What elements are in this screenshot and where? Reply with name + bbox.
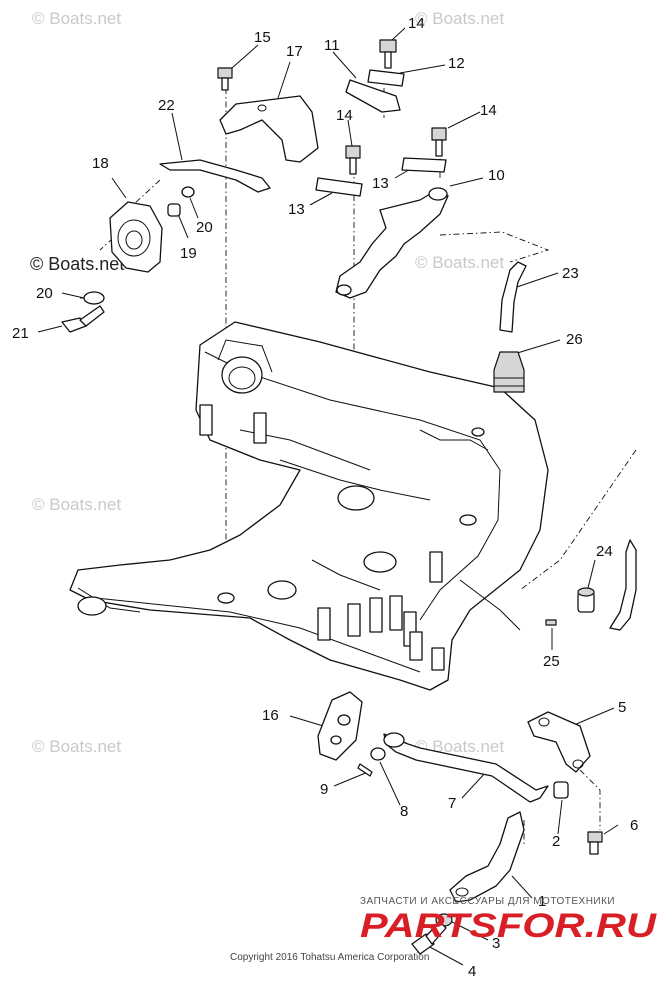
- partsfor-logo: ЗАПЧАСТИ И АКСЕССУАРЫ ДЛЯ МОТОТЕХНИКИ PA…: [360, 896, 658, 945]
- part-label-11: 11: [324, 37, 340, 54]
- part-label-13: 13: [372, 175, 389, 192]
- right-side-parts: [545, 539, 637, 631]
- logo-tagline: ЗАПЧАСТИ И АКСЕССУАРЫ ДЛЯ МОТОТЕХНИКИ: [360, 896, 615, 907]
- part-label-9: 9: [320, 781, 328, 798]
- part-label-19: 19: [180, 245, 197, 262]
- lower-cover-assembly: [69, 321, 549, 691]
- watermark: © Boats.net: [32, 9, 121, 28]
- part-label-21: 21: [12, 325, 29, 342]
- watermark: © Boats.net: [32, 737, 121, 756]
- upper-parts: [61, 39, 527, 393]
- part-label-24: 24: [596, 543, 613, 560]
- part-label-8: 8: [400, 803, 408, 820]
- controller-18: [109, 201, 163, 273]
- part-label-3: 3: [492, 935, 500, 952]
- part-label-1: 1: [538, 893, 546, 910]
- part-label-4: 4: [468, 963, 476, 980]
- copyright-text: Copyright 2016 Tohatsu America Corporati…: [230, 952, 429, 963]
- bracket-17: [219, 95, 319, 163]
- part-label-17: 17: [286, 43, 303, 60]
- part-label-5: 5: [618, 699, 626, 716]
- logo-name: PARTSFOR.RU: [360, 907, 658, 945]
- part-label-7: 7: [448, 795, 456, 812]
- watermark: © Boats.net: [415, 9, 504, 28]
- watermark: © Boats.net: [32, 495, 121, 514]
- part-label-14: 14: [408, 15, 425, 32]
- part-label-20: 20: [196, 219, 213, 236]
- part-label-23: 23: [562, 265, 579, 282]
- part-label-12: 12: [448, 55, 465, 72]
- part-label-25: 25: [543, 653, 560, 670]
- part-label-18: 18: [92, 155, 109, 172]
- part-label-26: 26: [566, 331, 583, 348]
- part-label-15: 15: [254, 29, 271, 46]
- part-label-2: 2: [552, 833, 560, 850]
- watermark: © Boats.net: [415, 253, 504, 272]
- part-label-14: 14: [336, 107, 353, 124]
- lower-parts: [317, 691, 603, 955]
- plate-16: [317, 691, 363, 761]
- watermark-dark: © Boats.net: [30, 254, 124, 274]
- lever-1: [449, 811, 525, 903]
- part-label-16: 16: [262, 707, 279, 724]
- lever-5: [527, 711, 591, 773]
- part-label-14: 14: [480, 102, 497, 119]
- part-label-20: 20: [36, 285, 53, 302]
- part-label-6: 6: [630, 817, 638, 834]
- leader-lines: [37, 27, 619, 966]
- part-labels: 15 17 11 14 12 14 14 13 10 13 22 18 20 1…: [12, 15, 638, 980]
- shaft-10: [335, 187, 449, 299]
- part-label-13: 13: [288, 201, 305, 218]
- part-label-22: 22: [158, 97, 175, 114]
- part-label-10: 10: [488, 167, 505, 184]
